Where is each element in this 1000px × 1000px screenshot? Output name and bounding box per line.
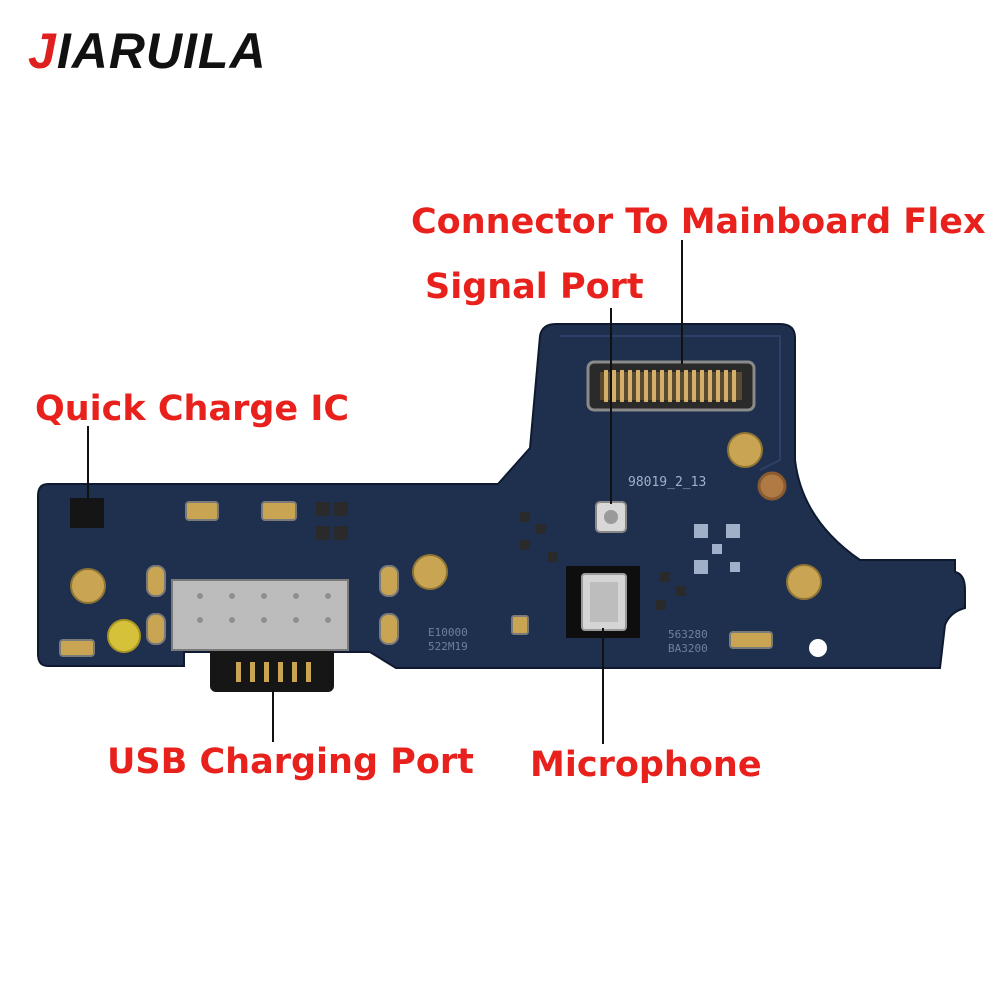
board-mark-a1: 522M19 (428, 640, 468, 653)
label-connector-to-mainboard-flex: Connector To Mainboard Flex (411, 202, 986, 242)
mainboard-connector (586, 360, 756, 412)
label-microphone: Microphone (530, 745, 762, 785)
usb-c-shell (171, 579, 349, 651)
smd-components (316, 502, 686, 610)
brand-logo-text: IARUILA (56, 23, 267, 79)
brand-logo-initial: J (28, 23, 57, 79)
label-signal-port: Signal Port (425, 267, 644, 307)
usb-plug-pins (236, 662, 311, 682)
mounting-pads (70, 432, 827, 657)
board-mark-a2: E10000 (428, 626, 468, 639)
label-usb-charging-port: USB Charging Port (107, 742, 474, 782)
board-code-text: 98019_2_13 (628, 475, 706, 490)
qr-code-mark (694, 524, 740, 574)
brand-logo: JIARUILA (28, 22, 267, 80)
microphone-component (566, 566, 640, 638)
leader-line-signal-port (610, 308, 612, 504)
label-quick-charge-ic: Quick Charge IC (35, 389, 350, 429)
leader-line-microphone (602, 628, 604, 744)
leader-line-connector (681, 240, 683, 364)
signal-port-connector (595, 501, 627, 533)
pcb-trace-outline (560, 335, 781, 471)
board-mark-b1: BA3200 (668, 642, 708, 655)
solder-pads (59, 501, 773, 657)
board-mark-b2: 563280 (668, 628, 708, 641)
leader-line-quick-charge (87, 426, 89, 498)
quick-charge-ic (70, 498, 104, 528)
leader-line-usb (272, 690, 274, 742)
